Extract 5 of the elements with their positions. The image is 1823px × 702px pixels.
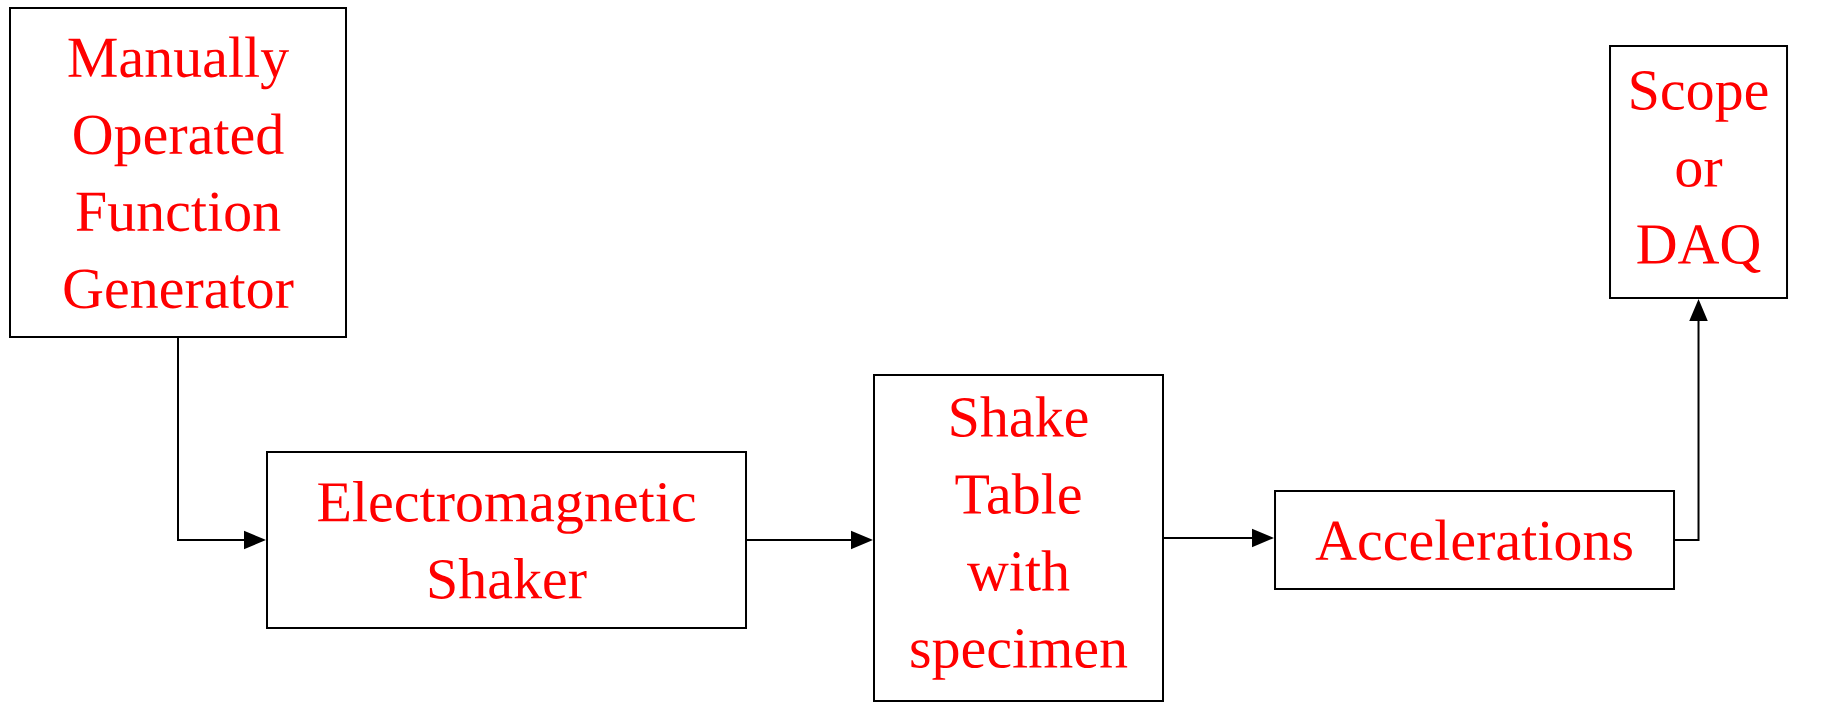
process-box: Scope or DAQ — [1609, 45, 1788, 299]
process-box: Manually Operated Function Generator — [9, 7, 347, 338]
process-box: Shake Table with specimen — [873, 374, 1164, 702]
process-box: Accelerations — [1274, 490, 1675, 590]
process-box: Electromagnetic Shaker — [266, 451, 747, 629]
